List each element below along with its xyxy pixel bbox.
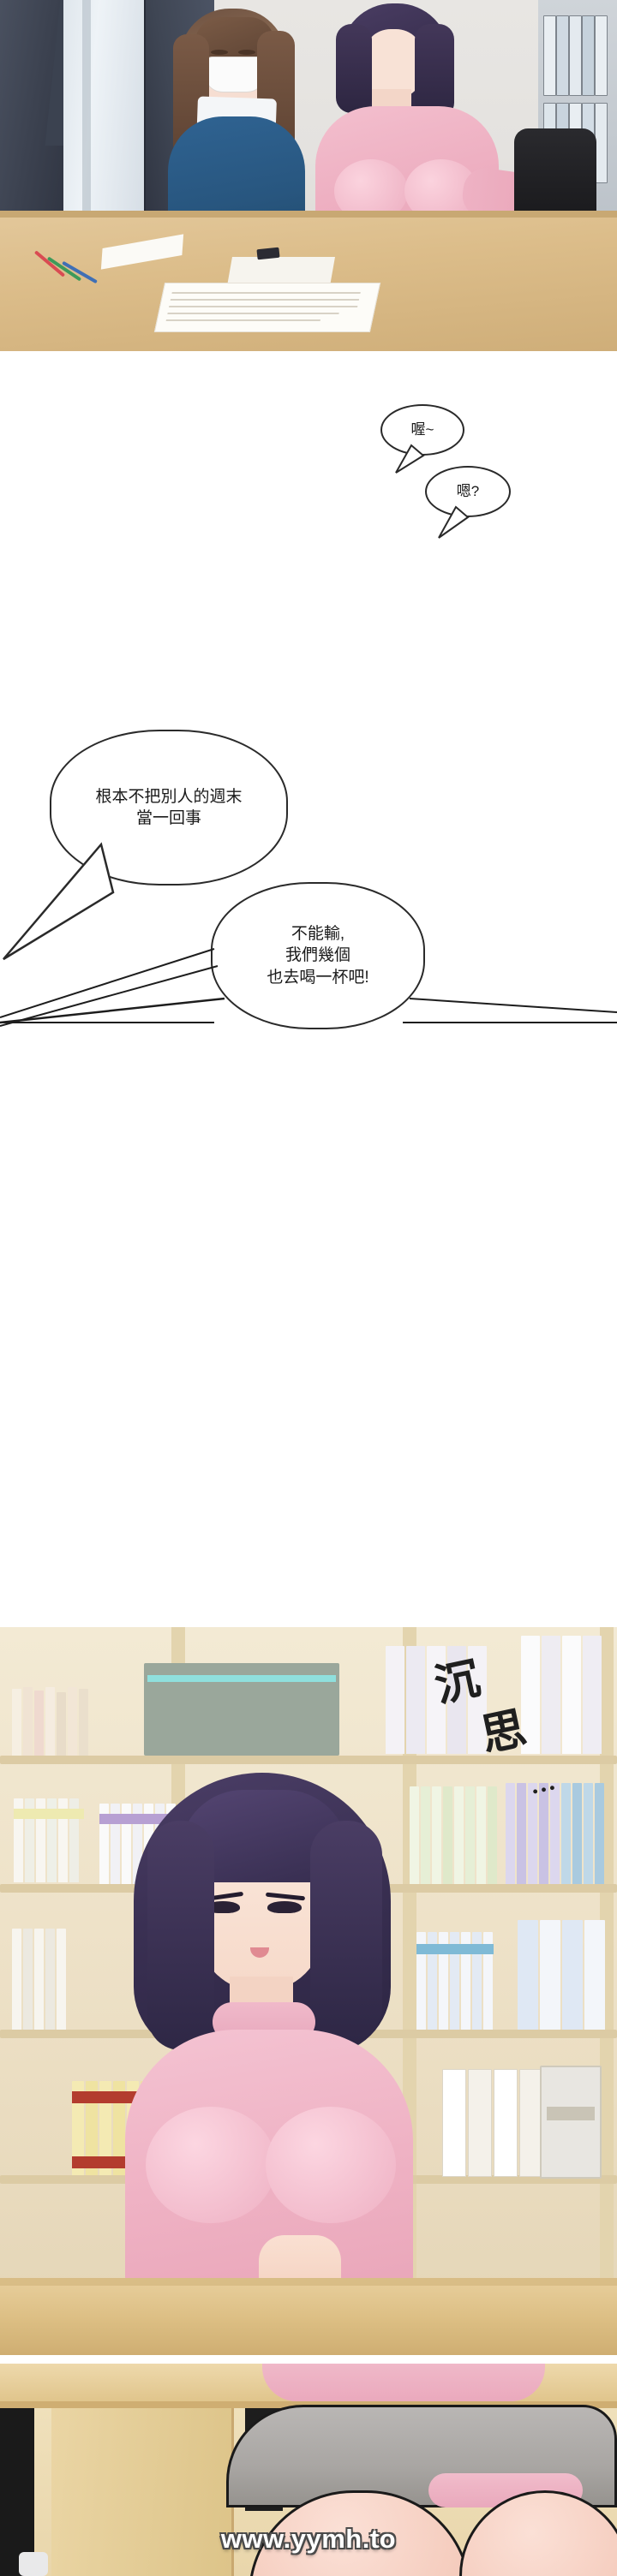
floor-object bbox=[19, 2552, 48, 2576]
bubble-tail bbox=[395, 444, 425, 474]
sfx-char-2: 思 bbox=[476, 1704, 531, 1762]
binder-row bbox=[518, 1920, 605, 2030]
site-watermark: www.yymh.to bbox=[220, 2524, 397, 2554]
speech-bubble-drink: 不能輸, 我們幾個 也去喝一杯吧! bbox=[211, 882, 425, 1029]
paper-sheet bbox=[227, 257, 335, 286]
table-edge bbox=[0, 211, 617, 218]
shadow-left bbox=[0, 2408, 34, 2576]
bubble-line-2: 當一回事 bbox=[135, 809, 201, 827]
man-left-placket bbox=[82, 0, 91, 248]
panel-desk-lower bbox=[0, 2364, 617, 2576]
paper-sheet bbox=[153, 283, 381, 332]
white-gutter: 喔~ 嗯? 根本不把別人的週末 當一回事 不能輸, 我們幾個 也去喝 bbox=[0, 351, 617, 1627]
library-desk bbox=[0, 2278, 617, 2355]
sfx-dots: … bbox=[526, 1767, 558, 1800]
panel-office bbox=[0, 0, 617, 351]
speed-lines bbox=[0, 948, 617, 1027]
shelf-board bbox=[0, 1756, 617, 1764]
desk-edge bbox=[0, 2278, 617, 2286]
bubble-tail bbox=[3, 842, 115, 961]
binder-row bbox=[521, 1636, 602, 1754]
panel-library: 沉 思 … bbox=[0, 1627, 617, 2355]
bubble-text: 嗯? bbox=[456, 482, 480, 499]
bubble-text: 喔~ bbox=[410, 420, 434, 438]
sfx-char-1: 沉 bbox=[430, 1655, 485, 1712]
book-row bbox=[506, 1783, 604, 1884]
bubble-line-2: 我們幾個 bbox=[285, 946, 350, 965]
binder-box bbox=[540, 2066, 602, 2179]
book-row bbox=[12, 1929, 66, 2030]
pondering-sfx: 沉 思 … bbox=[428, 1655, 583, 1816]
seated-woman-figure bbox=[125, 1773, 413, 2355]
book-row bbox=[14, 1798, 79, 1882]
bubble-line-3: 也去喝一杯吧! bbox=[267, 968, 369, 987]
book-band bbox=[416, 1944, 494, 1954]
book-row bbox=[416, 1932, 493, 2030]
book-band bbox=[14, 1809, 84, 1819]
book-row bbox=[410, 1786, 497, 1884]
pink-sweater-hem bbox=[262, 2364, 545, 2401]
box-file bbox=[144, 1663, 339, 1756]
man-left-shirt bbox=[63, 0, 147, 240]
binder-row bbox=[442, 2069, 543, 2177]
bubble-tail bbox=[438, 505, 470, 539]
bubble-line-1: 根本不把別人的週末 bbox=[95, 787, 243, 806]
book-row bbox=[12, 1687, 88, 1756]
binder-row bbox=[386, 1646, 487, 1754]
bubble-line-1: 不能輸, bbox=[291, 925, 345, 944]
